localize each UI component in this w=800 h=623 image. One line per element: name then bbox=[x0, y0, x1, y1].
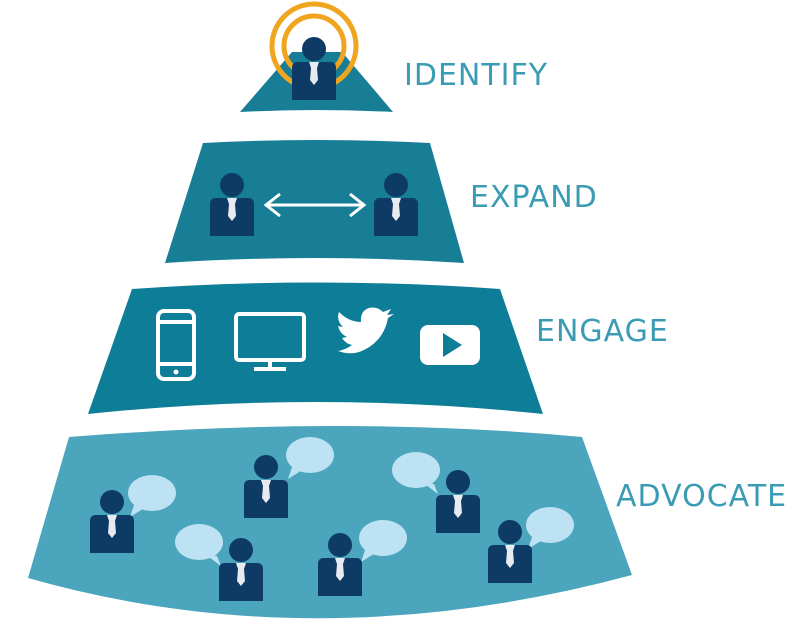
twitter-bird-icon bbox=[338, 307, 394, 354]
video-play-icon bbox=[420, 325, 480, 365]
person-with-speech-bubble-icon bbox=[244, 437, 334, 518]
tier-label-expand: EXPAND bbox=[470, 180, 598, 215]
speech-bubble-icon bbox=[175, 524, 223, 566]
speech-bubble-icon bbox=[526, 507, 574, 549]
tier-label-advocate: ADVOCATE bbox=[616, 479, 788, 514]
speech-bubble-icon bbox=[392, 452, 440, 494]
speech-bubble-icon bbox=[128, 475, 176, 517]
double-arrow-icon bbox=[263, 192, 367, 218]
tier-label-identify: IDENTIFY bbox=[404, 58, 549, 93]
tier-expand bbox=[165, 140, 464, 263]
advocate-crowd bbox=[90, 437, 574, 601]
speech-bubble-icon bbox=[359, 520, 407, 562]
speech-bubble-icon bbox=[286, 437, 334, 479]
highlighted-person-icon bbox=[269, 1, 359, 100]
person-with-speech-bubble-icon bbox=[488, 507, 574, 583]
tier-label-engage: ENGAGE bbox=[536, 314, 669, 349]
smartphone-icon bbox=[156, 309, 196, 381]
tier-engage bbox=[88, 282, 543, 414]
person-with-speech-bubble-icon bbox=[392, 452, 480, 533]
person-with-speech-bubble-icon bbox=[175, 524, 263, 601]
person-with-speech-bubble-icon bbox=[90, 475, 176, 553]
monitor-icon bbox=[234, 312, 306, 371]
tier-advocate bbox=[28, 426, 632, 619]
person-with-speech-bubble-icon bbox=[318, 520, 407, 596]
